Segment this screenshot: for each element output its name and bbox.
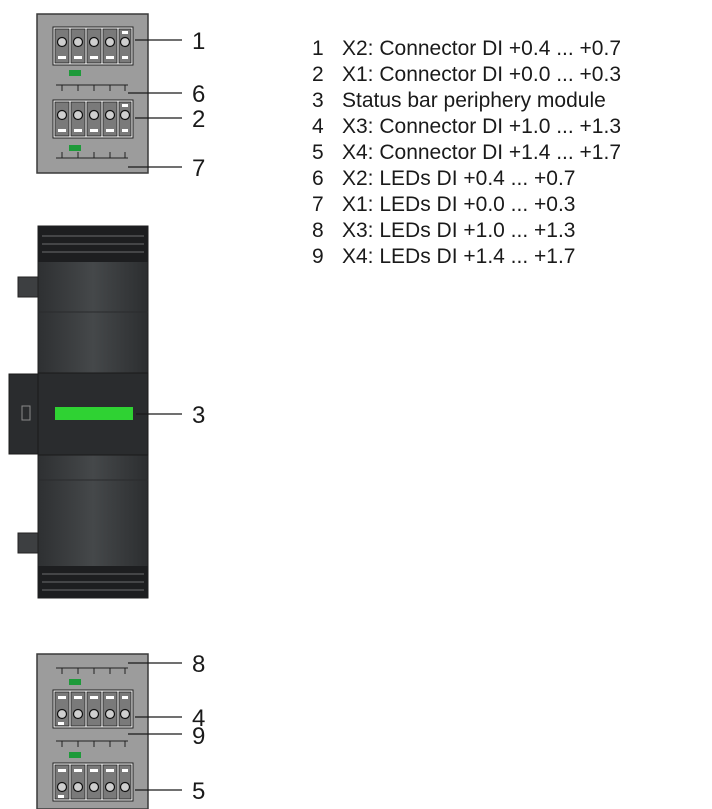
legend-number: 5 bbox=[312, 141, 324, 164]
legend-text: X4: LEDs DI +1.4 ... +1.7 bbox=[342, 245, 576, 268]
callout-6: 6 bbox=[192, 81, 205, 108]
periphery-module bbox=[8, 225, 149, 599]
legend-item: 5 X4: Connector DI +1.4 ... +1.7 bbox=[312, 140, 621, 166]
connector-x3 bbox=[52, 689, 134, 729]
legend-item: 9 X4: LEDs DI +1.4 ... +1.7 bbox=[312, 244, 621, 270]
callout-5: 5 bbox=[192, 778, 205, 805]
bottom-terminal-panel bbox=[36, 653, 149, 809]
legend-number: 6 bbox=[312, 167, 324, 190]
legend-text: X4: Connector DI +1.4 ... +1.7 bbox=[342, 141, 621, 164]
callout-7: 7 bbox=[192, 155, 205, 182]
callout-leaders bbox=[128, 39, 182, 791]
legend-text: X1: LEDs DI +0.0 ... +0.3 bbox=[342, 193, 576, 216]
connector-x1 bbox=[52, 99, 134, 139]
led-x1 bbox=[69, 145, 81, 151]
legend-number: 8 bbox=[312, 219, 324, 242]
led-markers-x3 bbox=[56, 667, 128, 674]
legend-number: 2 bbox=[312, 63, 324, 86]
led-x4 bbox=[69, 752, 81, 758]
callout-1: 1 bbox=[192, 28, 205, 55]
led-markers-x2 bbox=[56, 84, 128, 91]
led-x3 bbox=[69, 679, 81, 685]
status-bar bbox=[55, 407, 133, 420]
legend-text: X3: Connector DI +1.0 ... +1.3 bbox=[342, 115, 621, 138]
side-latch bbox=[8, 373, 39, 455]
led-markers-x4 bbox=[56, 740, 128, 747]
callout-3: 3 bbox=[192, 402, 205, 429]
connector-x4 bbox=[52, 762, 134, 802]
legend-item: 6 X2: LEDs DI +0.4 ... +0.7 bbox=[312, 166, 621, 192]
legend-item: 2 X1: Connector DI +0.0 ... +0.3 bbox=[312, 62, 621, 88]
led-markers-x1 bbox=[56, 152, 128, 159]
upper-clip bbox=[17, 276, 39, 298]
connector-x2 bbox=[52, 26, 134, 66]
legend-list: 1 X2: Connector DI +0.4 ... +0.7 2 X1: Con… bbox=[312, 36, 621, 270]
legend-text: X2: Connector DI +0.4 ... +0.7 bbox=[342, 37, 621, 60]
legend-item: 1 X2: Connector DI +0.4 ... +0.7 bbox=[312, 36, 621, 62]
legend-text: X1: Connector DI +0.0 ... +0.3 bbox=[342, 63, 621, 86]
legend-number: 3 bbox=[312, 89, 324, 112]
legend-text: X3: LEDs DI +1.0 ... +1.3 bbox=[342, 219, 576, 242]
callout-4: 4 bbox=[192, 705, 205, 732]
callout-numbers: 1 6 2 7 3 8 4 9 5 bbox=[192, 28, 205, 805]
legend-number: 9 bbox=[312, 245, 324, 268]
legend-item: 3 Status bar periphery module bbox=[312, 88, 621, 114]
legend-number: 4 bbox=[312, 115, 324, 138]
legend-item: 4 X3: Connector DI +1.0 ... +1.3 bbox=[312, 114, 621, 140]
legend-item: 7 X1: LEDs DI +0.0 ... +0.3 bbox=[312, 192, 621, 218]
legend-item: 8 X3: LEDs DI +1.0 ... +1.3 bbox=[312, 218, 621, 244]
legend-number: 1 bbox=[312, 37, 324, 60]
legend-number: 7 bbox=[312, 193, 324, 216]
led-x2 bbox=[69, 70, 81, 76]
lower-clip bbox=[17, 532, 39, 554]
callout-2: 2 bbox=[192, 106, 205, 133]
callout-8: 8 bbox=[192, 651, 205, 678]
legend-text: Status bar periphery module bbox=[342, 89, 606, 112]
callout-9: 9 bbox=[192, 723, 205, 750]
legend-text: X2: LEDs DI +0.4 ... +0.7 bbox=[342, 167, 576, 190]
